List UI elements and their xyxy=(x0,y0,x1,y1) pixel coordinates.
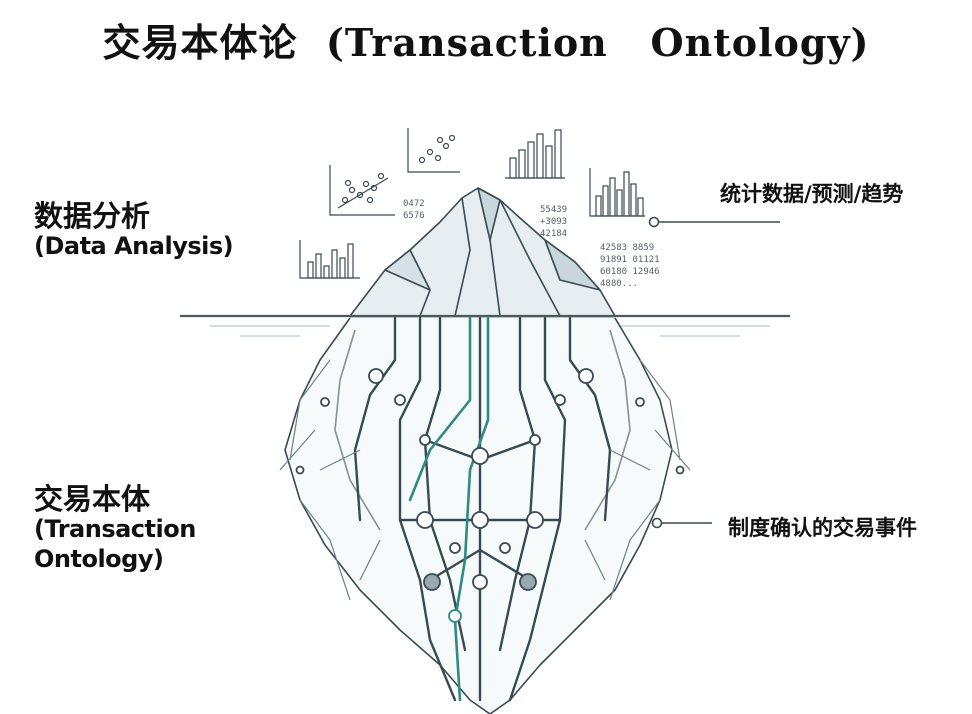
dot-chart-icon xyxy=(407,128,460,173)
svg-text:91891 01121: 91891 01121 xyxy=(600,255,660,265)
circuit-nodes xyxy=(295,368,685,623)
svg-text:+3093: +3093 xyxy=(540,217,567,227)
number-block-b: 55439 +3093 42184 xyxy=(540,205,567,239)
transaction-ontology-label-en-line2: Ontology) xyxy=(34,545,164,573)
statistics-forecast-trend-label: 统计数据/预测/趋势 xyxy=(720,182,904,206)
svg-text:4880...: 4880... xyxy=(600,279,638,289)
iceberg-tip xyxy=(349,187,616,317)
stats-callout-line xyxy=(648,216,780,228)
number-block-a: 0472 6576 xyxy=(403,199,425,221)
data-analysis-label-zh: 数据分析 xyxy=(34,199,151,233)
transaction-ontology-label-en-line1: (Transaction xyxy=(34,515,196,543)
teal-circuit-path xyxy=(408,316,490,702)
bar-chart-icon-right xyxy=(589,168,645,217)
events-callout-line xyxy=(651,517,712,529)
number-block-c: 42583 8859 91891 01121 60180 12946 4880.… xyxy=(600,243,660,289)
svg-text:55439: 55439 xyxy=(540,205,567,215)
svg-text:6576: 6576 xyxy=(403,211,425,221)
institutional-transaction-events-label: 制度确认的交易事件 xyxy=(728,516,917,540)
bar-chart-icon-left xyxy=(299,240,360,279)
svg-text:42184: 42184 xyxy=(540,229,567,239)
data-analysis-label-en: (Data Analysis) xyxy=(34,232,234,260)
svg-text:42583 8859: 42583 8859 xyxy=(600,243,654,253)
svg-text:60180 12946: 60180 12946 xyxy=(600,267,660,277)
circuit-branches xyxy=(279,359,691,601)
scatter-chart-icon xyxy=(329,165,395,216)
svg-text:0472: 0472 xyxy=(403,199,425,209)
page-title: 交易本体论 (Transaction Ontology) xyxy=(102,20,870,65)
bar-chart-icon-top xyxy=(505,129,565,179)
transaction-ontology-label-zh: 交易本体 xyxy=(34,482,151,516)
